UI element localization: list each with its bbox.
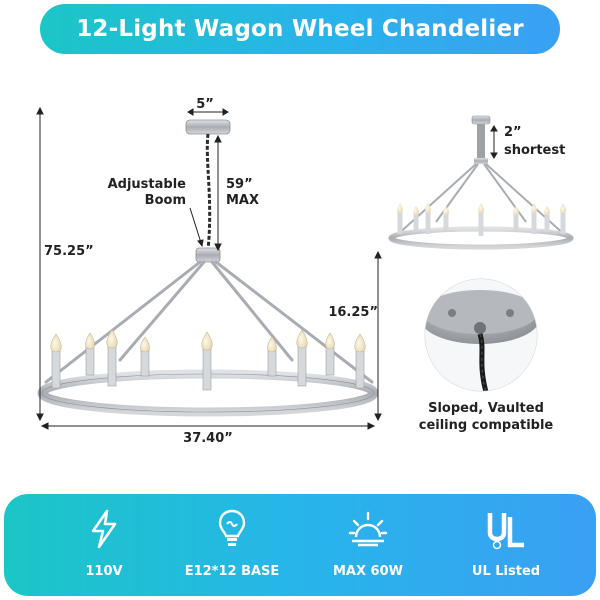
feature-voltage: 110V [34,494,174,596]
canopy-width-label: 5” [196,97,214,112]
feature-certification: UL Listed [436,494,576,596]
bulbs [50,329,366,391]
bulb-icon [162,508,302,550]
ceiling-note-line-2: ceiling compatible [419,418,554,433]
ul-logo-icon [436,508,576,550]
chain-max-label: 59” [226,177,253,192]
diameter-label: 37.40” [183,431,233,446]
sloped-ceiling-zoom [424,278,538,392]
boom-label-2: Boom [145,193,186,208]
features-bar: 110V E12*12 BASE MAX 60W UL Listed [4,494,596,596]
main-chandelier [37,119,379,417]
chain-max-unit: MAX [226,193,259,208]
arms [44,260,374,384]
feature-wattage-label: MAX 60W [333,564,403,579]
feature-wattage: MAX 60W [298,494,438,596]
canopy [185,119,231,135]
sun-icon [298,508,438,550]
feature-base-label: E12*12 BASE [184,564,280,579]
chandelier-diagram: 5” 59” MAX Adjustable Boom 75.25” 16.25”… [36,97,574,446]
feature-voltage-label: 110V [85,564,123,579]
shortest-label: shortest [504,143,565,158]
total-height-label: 75.25” [44,244,94,259]
dimension-lines [36,106,382,430]
title-banner: 12-Light Wagon Wheel Chandelier [40,4,560,54]
chain [205,133,212,251]
feature-base: E12*12 BASE [162,494,302,596]
body-height-label: 16.25” [328,305,378,320]
boom-label-1: Adjustable [108,177,187,192]
shortest-dimension [490,125,498,159]
page-title: 12-Light Wagon Wheel Chandelier [76,16,524,42]
ceiling-note-line-1: Sloped, Vaulted [428,401,544,416]
lightning-bolt-icon [34,508,174,550]
hub [195,247,221,263]
flush-mount-view [388,115,574,250]
shortest-value: 2” [504,125,522,140]
feature-certification-label: UL Listed [471,564,541,579]
